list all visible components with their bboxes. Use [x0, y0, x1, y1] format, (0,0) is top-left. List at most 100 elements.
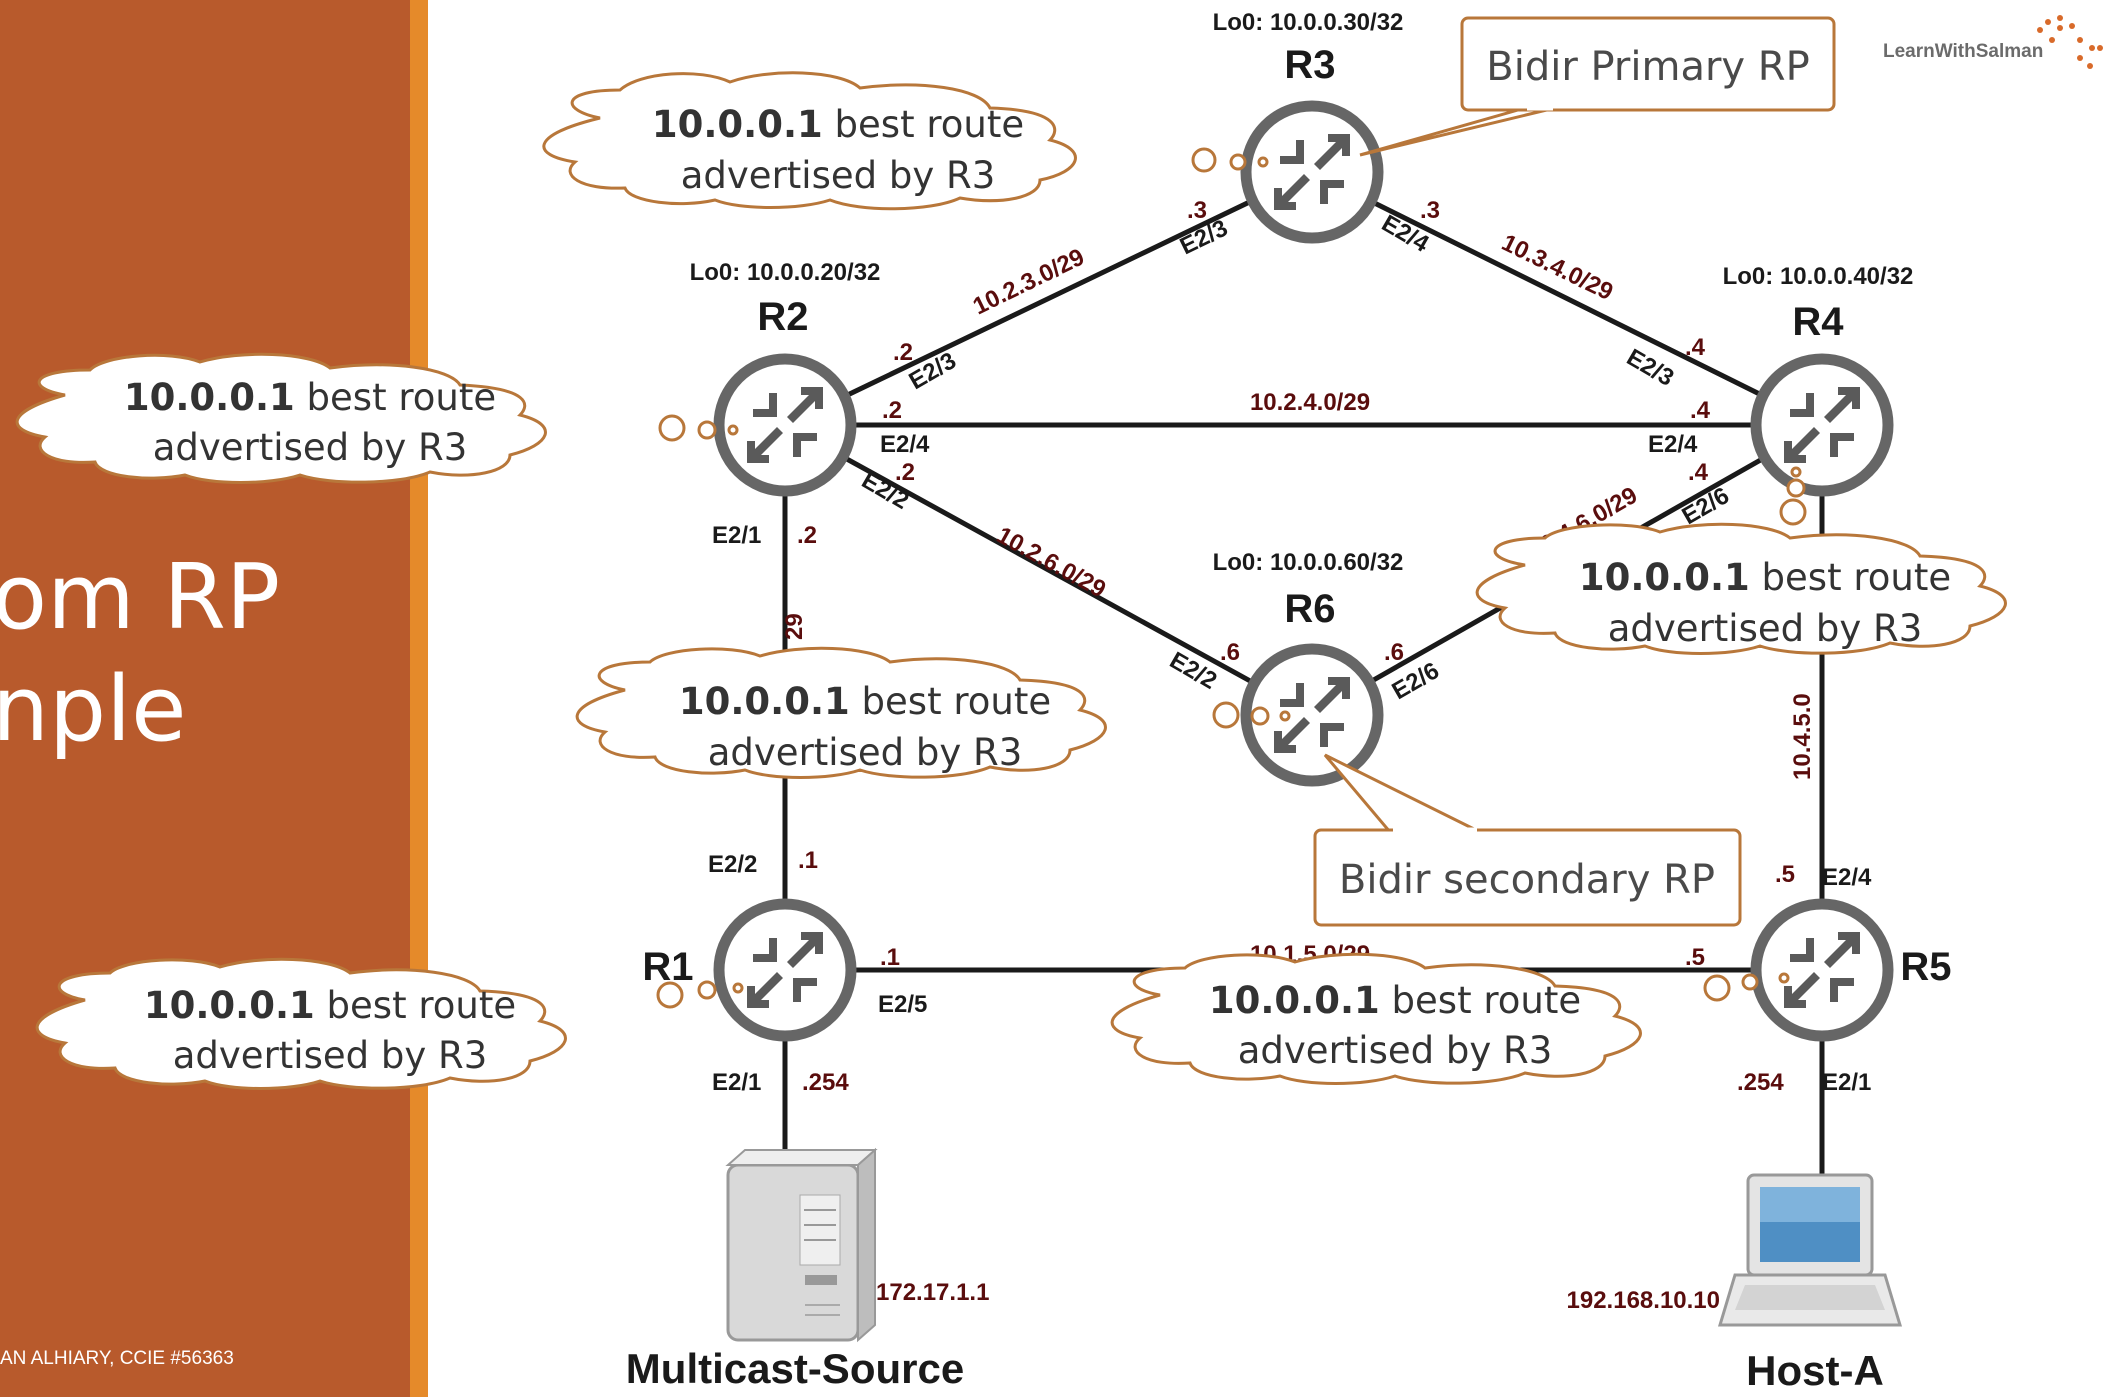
cloud-r4-text: best route: [1750, 556, 1951, 599]
cloud-r3: 10.0.0.1 best route advertised by R3: [542, 71, 1269, 211]
if-r4-e23-ip: .4: [1685, 334, 1706, 361]
router-icon: [1246, 106, 1378, 238]
source-ip: 172.17.1.1: [876, 1279, 989, 1306]
if-r5-e21-ip: .254: [1737, 1069, 1784, 1096]
link-r3-r4: [1310, 169, 1824, 428]
subnet-r2-r4: 10.2.4.0/29: [1250, 389, 1370, 416]
if-r6-e22-ip: .6: [1220, 639, 1240, 666]
if-r5-e24-ip: .5: [1775, 861, 1795, 888]
cloud-r2-ip: 10.0.0.1: [124, 376, 295, 419]
if-r1-e21: E2/1: [712, 1069, 761, 1096]
cloud-r2-text: best route: [295, 376, 496, 419]
cloud-r6-text: best route: [850, 680, 1051, 723]
router-icon: [719, 359, 851, 491]
if-r1-e21-ip: .254: [802, 1069, 849, 1096]
router-r3[interactable]: [1246, 106, 1378, 238]
if-r2-e22-ip: .2: [895, 459, 915, 486]
subnet-r4-r5: 10.4.5.0: [1789, 693, 1816, 780]
router-r4[interactable]: [1756, 359, 1888, 491]
callout-secondary-label: Bidir secondary RP: [1339, 857, 1715, 903]
if-r2-e21: E2/1: [712, 522, 761, 549]
cloud-r1-ip: 10.0.0.1: [144, 984, 315, 1027]
slide-footer: AN ALHIARY, CCIE #56363: [0, 1348, 234, 1369]
cloud-r4-line2: advertised by R3: [1608, 607, 1923, 650]
callout-primary-rp: Bidir Primary RP: [1359, 16, 1836, 157]
if-r5-e24: E2/4: [1822, 864, 1872, 891]
loopback-r6: Lo0: 10.0.0.60/32: [1213, 549, 1404, 576]
source-name: Multicast-Source: [626, 1345, 964, 1392]
cloud-r6-line2: advertised by R3: [708, 731, 1023, 774]
link-r2-r3: [783, 169, 1314, 428]
slide-title-line-2: nple: [0, 657, 187, 762]
slide-sidebar: [0, 0, 410, 1397]
if-r6-e22: E2/2: [1165, 647, 1221, 695]
dots-burst-icon: [2037, 15, 2103, 69]
if-r5-e21: E2/1: [1822, 1069, 1871, 1096]
if-r2-e24-ip: .2: [882, 397, 902, 424]
cloud-r6-ip: 10.0.0.1: [679, 680, 850, 723]
cloud-r1-text: best route: [315, 984, 516, 1027]
router-name-r2: R2: [757, 295, 808, 339]
router-name-r5: R5: [1900, 945, 1951, 989]
laptop-icon: [1717, 1173, 1903, 1327]
router-r1[interactable]: [719, 904, 851, 1036]
if-r3-e23-ip: .3: [1187, 197, 1207, 224]
if-r6-e26-ip: .6: [1384, 639, 1404, 666]
logo: LearnWithSalman: [1883, 15, 2103, 69]
svg-text:10.0.0.1 best route: 10.0.0.1 best route: [1579, 556, 1951, 599]
if-r2-e21-ip: .2: [797, 522, 817, 549]
cloud-r1: 10.0.0.1 best route advertised by R3: [35, 957, 744, 1090]
svg-text:10.0.0.1 best route: 10.0.0.1 best route: [652, 103, 1024, 146]
if-r1-e25-ip: .1: [880, 944, 900, 971]
svg-text:10.0.0.1 best route: 10.0.0.1 best route: [144, 984, 516, 1027]
router-r2[interactable]: [719, 359, 851, 491]
cloud-r5-ip: 10.0.0.1: [1209, 979, 1380, 1022]
links: [782, 169, 1825, 1180]
if-r2-e23-ip: .2: [893, 339, 913, 366]
router-r5[interactable]: [1756, 904, 1888, 1036]
cloud-r3-text: best route: [823, 103, 1024, 146]
loopback-r3: Lo0: 10.0.0.30/32: [1213, 9, 1404, 36]
host-ip: 192.168.10.10: [1567, 1287, 1720, 1314]
cloud-r3-ip: 10.0.0.1: [652, 103, 823, 146]
router-name-r6: R6: [1284, 587, 1335, 631]
subnet-r1-r2: 29: [781, 613, 808, 640]
cloud-r5-text: best route: [1380, 979, 1581, 1022]
if-r4-e24: E2/4: [1648, 431, 1698, 458]
if-r4-e26-ip: .4: [1688, 459, 1709, 486]
cloud-r5-line2: advertised by R3: [1238, 1029, 1553, 1072]
loopback-r2: Lo0: 10.0.0.20/32: [690, 259, 881, 286]
cloud-r2-line2: advertised by R3: [153, 426, 468, 469]
if-r2-e24: E2/4: [880, 431, 930, 458]
if-r1-e22-ip: .1: [798, 847, 818, 874]
subnet-r2-r6: 10.2.6.0/29: [992, 522, 1110, 604]
if-r4-e24-ip: .4: [1690, 397, 1711, 424]
svg-text:10.0.0.1 best route: 10.0.0.1 best route: [124, 376, 496, 419]
cloud-r4-ip: 10.0.0.1: [1579, 556, 1750, 599]
router-icon: [1756, 359, 1888, 491]
router-icon: [719, 904, 851, 1036]
callout-secondary-rp: Bidir secondary RP: [1313, 753, 1742, 927]
if-r1-e25: E2/5: [878, 991, 927, 1018]
callout-primary-label: Bidir Primary RP: [1486, 44, 1809, 90]
cloud-r6: 10.0.0.1 best route advertised by R3: [575, 646, 1291, 779]
cloud-r5: 10.0.0.1 best route advertised by R3: [1110, 952, 1790, 1085]
logo-text: LearnWithSalman: [1883, 41, 2043, 62]
loopback-r4: Lo0: 10.0.0.40/32: [1723, 263, 1914, 290]
cloud-r2: 10.0.0.1 best route advertised by R3: [15, 352, 739, 484]
if-r5-e25-ip: .5: [1685, 944, 1705, 971]
link-r2-r6: [783, 422, 1314, 718]
router-name-r3: R3: [1284, 43, 1335, 87]
host-name: Host-A: [1746, 1347, 1884, 1394]
svg-text:10.0.0.1 best route: 10.0.0.1 best route: [1209, 979, 1581, 1022]
if-r1-e22: E2/2: [708, 851, 757, 878]
cloud-r3-line2: advertised by R3: [681, 154, 996, 197]
cloud-r4: 10.0.0.1 best route advertised by R3: [1475, 466, 2007, 655]
router-name-r4: R4: [1792, 300, 1844, 344]
slide-title-line-1: om RP: [0, 545, 281, 650]
if-r3-e24-ip: .3: [1420, 197, 1440, 224]
server-icon: [725, 1147, 878, 1343]
svg-text:10.0.0.1 best route: 10.0.0.1 best route: [679, 680, 1051, 723]
cloud-r1-line2: advertised by R3: [173, 1034, 488, 1077]
